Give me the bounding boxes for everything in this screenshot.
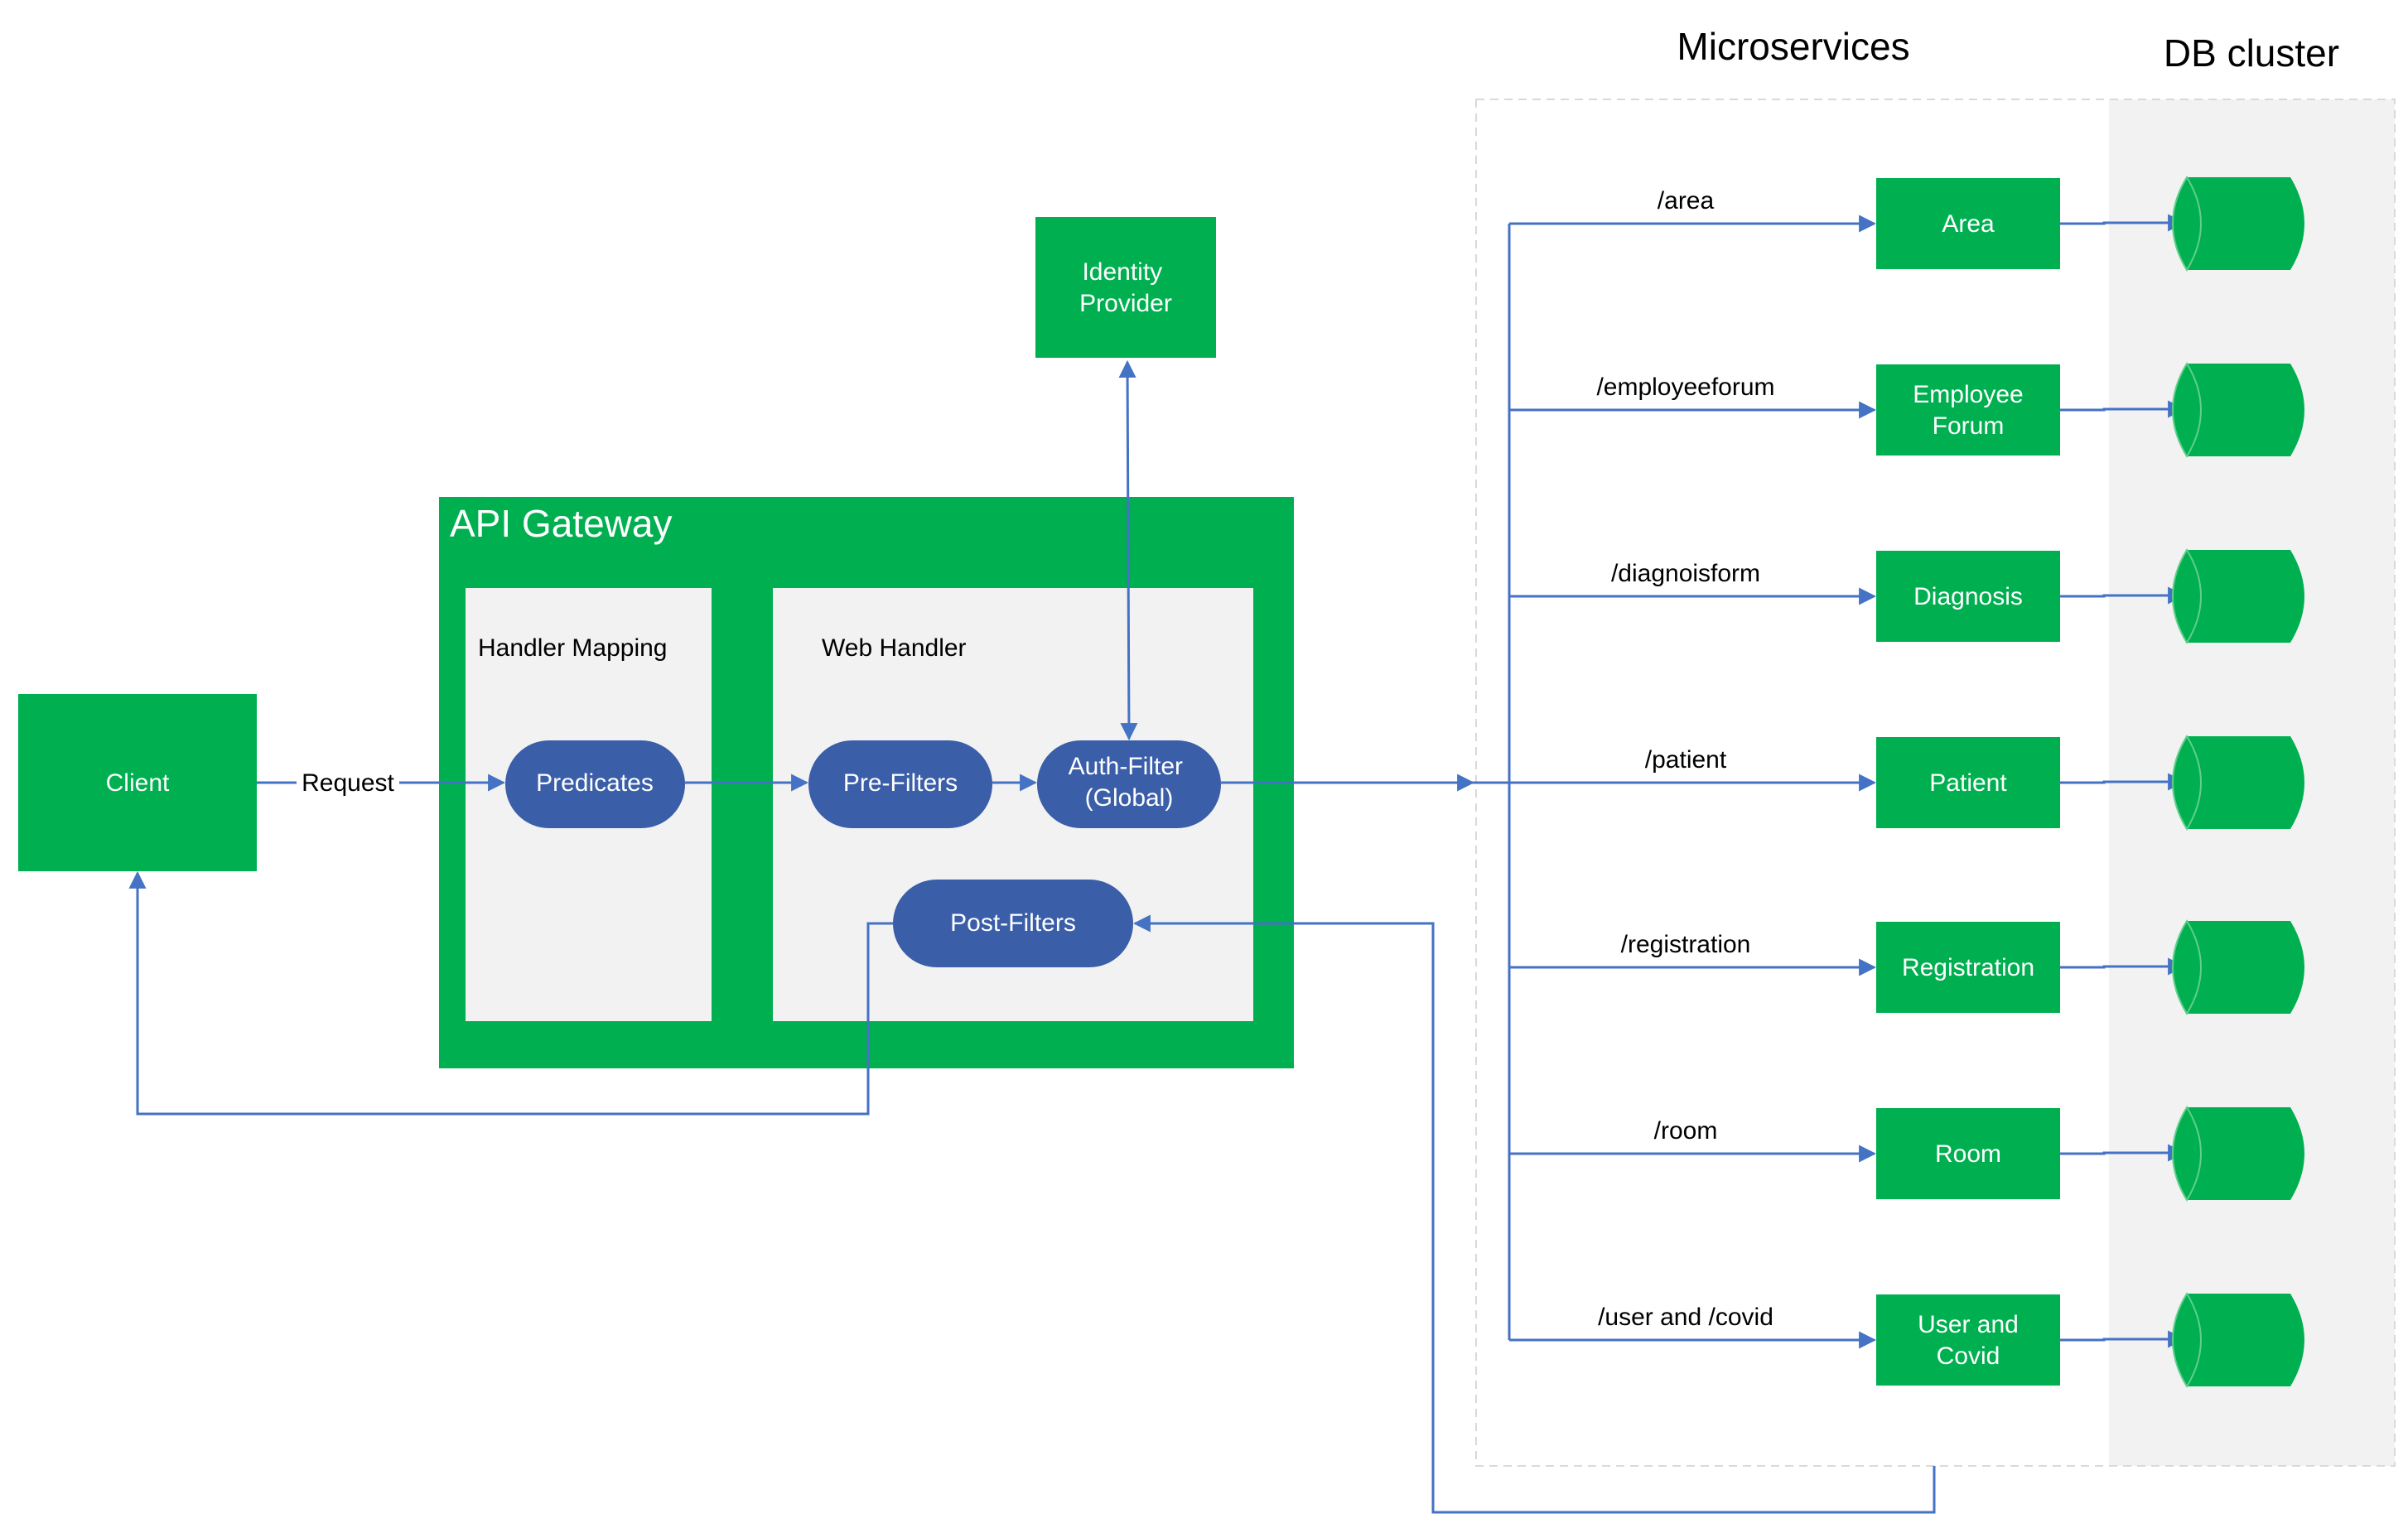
db-link-arrow [2060,1144,2186,1162]
microservices-heading: Microservices [1677,25,1909,68]
db-link-arrow [2060,214,2186,232]
database-cylinder-icon [2172,362,2304,458]
microservice-node[interactable]: Registration [1876,922,2060,1013]
post-filters-label: Post-Filters [950,909,1076,937]
microservice-node[interactable]: Area [1876,178,2060,269]
identity-provider-label: Identity Provider [1079,258,1172,317]
database-cylinder-icon [2172,176,2304,272]
auth-filter-label: Auth-Filter (Global) [1069,753,1190,812]
microservice-node[interactable]: Patient [1876,737,2060,828]
db-link-arrow [2060,1330,2186,1348]
route-path-label: /registration [1621,931,1751,958]
db-link-arrow [2060,773,2186,791]
microservice-label: Patient [1929,769,2007,797]
database-cylinder-icon [2172,1292,2304,1388]
response-return-arrow [1132,914,1936,1514]
postfilters-to-client-arrow [128,870,893,1116]
route-path-label: /area [1658,187,1715,214]
web-handler-label: Web Handler [822,634,967,662]
route-path-label: /user and /covid [1598,1304,1773,1331]
route-path-label: /diagnoisform [1611,560,1760,587]
pre-filters-label: Pre-Filters [843,769,958,797]
microservice-node[interactable]: Diagnosis [1876,551,2060,642]
microservice-label: Area [1942,210,1995,238]
post-filters-filter[interactable]: Post-Filters [893,880,1133,967]
auth-identity-arrow [1118,359,1138,741]
db-link-arrow [2060,400,2186,418]
api-gateway-title: API Gateway [450,502,672,545]
api-gateway: API Gateway Handler Mapping Web Handler … [439,497,1294,1068]
route-path-label: /room [1654,1117,1718,1145]
predicates-label: Predicates [536,769,654,797]
auth-filter[interactable]: Auth-Filter (Global) [1037,740,1221,828]
route-path-label: /patient [1645,746,1727,774]
database-cylinder-icon [2172,548,2304,644]
identity-provider-node[interactable]: Identity Provider [1035,217,1216,358]
microservice-node[interactable]: Room [1876,1108,2060,1199]
microservice-label: Registration [1902,954,2034,981]
database-cylinder-icon [2172,919,2304,1015]
pre-filters-filter[interactable]: Pre-Filters [808,740,992,828]
handler-mapping-label: Handler Mapping [478,634,667,662]
db-link-arrow [2060,586,2186,605]
database-cylinder-icon [2172,1106,2304,1202]
microservice-label: Diagnosis [1913,583,2023,610]
request-label-bg [297,767,399,797]
database-cylinder-icon [2172,735,2304,831]
client-node[interactable]: Client [18,694,257,871]
db-cluster-heading: DB cluster [2164,31,2339,75]
route-path-label: /employeeforum [1596,374,1774,401]
request-label: Request [302,769,394,797]
db-link-arrow [2060,957,2186,976]
microservice-label: Room [1935,1140,2001,1168]
predicates-filter[interactable]: Predicates [505,740,685,828]
client-label: Client [106,769,170,797]
